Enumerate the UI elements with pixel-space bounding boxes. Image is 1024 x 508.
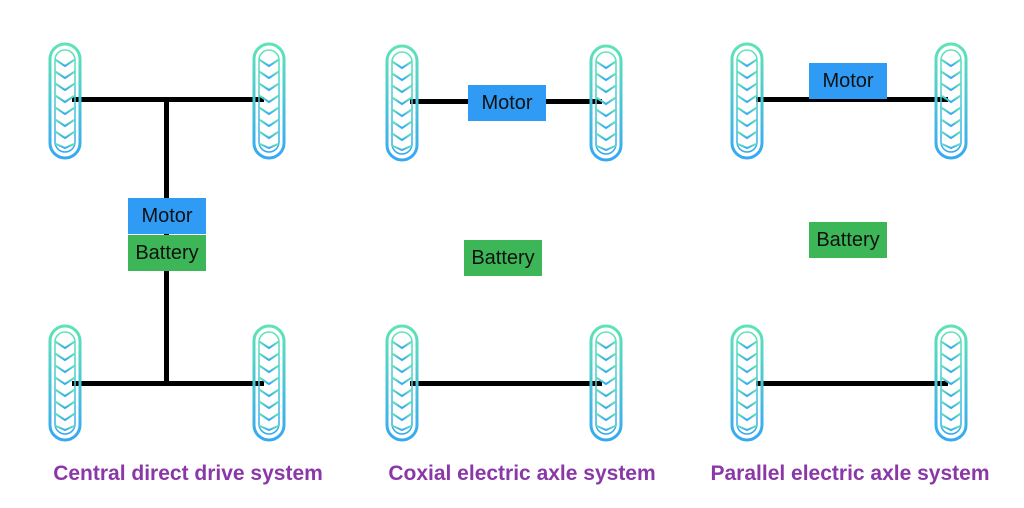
front-axle xyxy=(756,97,948,102)
system-caption: Central direct drive system xyxy=(53,462,323,485)
tire-icon xyxy=(730,324,764,442)
motor-box: Motor xyxy=(468,85,546,121)
rear-axle xyxy=(72,381,264,386)
motor-box: Motor xyxy=(809,63,887,99)
tire-icon xyxy=(934,324,968,442)
tire-icon xyxy=(252,42,286,160)
tire-icon xyxy=(589,324,623,442)
tire-icon xyxy=(252,324,286,442)
tire-icon xyxy=(385,324,419,442)
battery-box: Battery xyxy=(464,240,542,276)
system-caption: Coxial electric axle system xyxy=(388,462,656,485)
battery-box: Battery xyxy=(809,222,887,258)
rear-axle xyxy=(410,381,602,386)
tire-icon xyxy=(730,42,764,160)
system-caption: Parallel electric axle system xyxy=(710,462,990,485)
motor-box: Motor xyxy=(128,198,206,234)
tire-icon xyxy=(48,324,82,442)
tire-icon xyxy=(48,42,82,160)
tire-icon xyxy=(934,42,968,160)
tire-icon xyxy=(385,44,419,162)
tire-icon xyxy=(589,44,623,162)
battery-box: Battery xyxy=(128,235,206,271)
rear-axle xyxy=(756,381,948,386)
